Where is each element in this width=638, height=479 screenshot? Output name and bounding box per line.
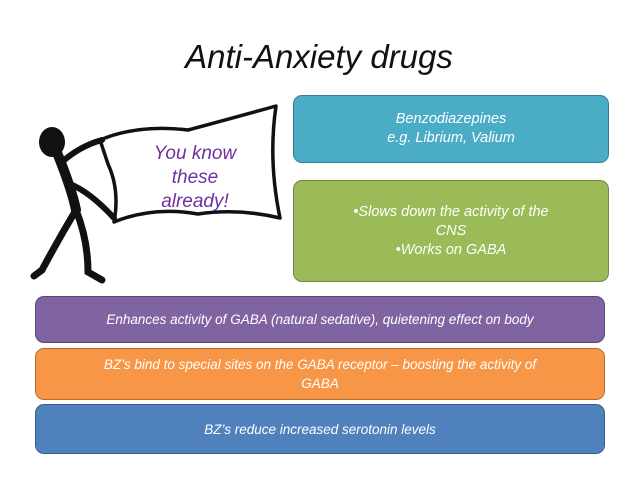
box-line: •Works on GABA (395, 241, 507, 258)
box-line: Enhances activity of GABA (natural sedat… (106, 312, 534, 327)
box-line: BZ’s reduce increased serotonin levels (204, 421, 436, 437)
banner-line: these (171, 167, 219, 188)
gaba-activity-box: Enhances activity of GABA (natural sedat… (35, 296, 605, 343)
banner-shape (98, 104, 282, 224)
figure-head (39, 127, 65, 157)
box-line: BZ’s bind to special sites on the GABA r… (103, 357, 537, 372)
figure-arm-lower (67, 181, 117, 221)
box-line: Benzodiazepines (395, 111, 507, 127)
effects-box: •Slows down the activity of the CNS •Wor… (293, 180, 609, 282)
benzodiazepines-box: Benzodiazepines e.g. Librium, Valium (293, 95, 609, 163)
banner-line: already! (161, 191, 229, 212)
box-line: •Slows down the activity of the (353, 203, 549, 220)
box-line: CNS (435, 222, 467, 239)
slide-title: Anti-Anxiety drugs (185, 38, 453, 75)
serotonin-box: BZ’s reduce increased serotonin levels (35, 404, 605, 454)
stick-figure-holding-banner-icon (30, 104, 282, 284)
box-line: GABA (301, 376, 339, 391)
banner-text: You know these already! (130, 142, 260, 214)
box-line: e.g. Librium, Valium (387, 130, 515, 146)
figure-leg-right (72, 206, 106, 284)
figure-arm-upper (59, 137, 105, 165)
receptor-box: BZ’s bind to special sites on the GABA r… (35, 348, 605, 400)
figure-leg-left (30, 206, 80, 280)
banner-line: You know (153, 143, 237, 164)
